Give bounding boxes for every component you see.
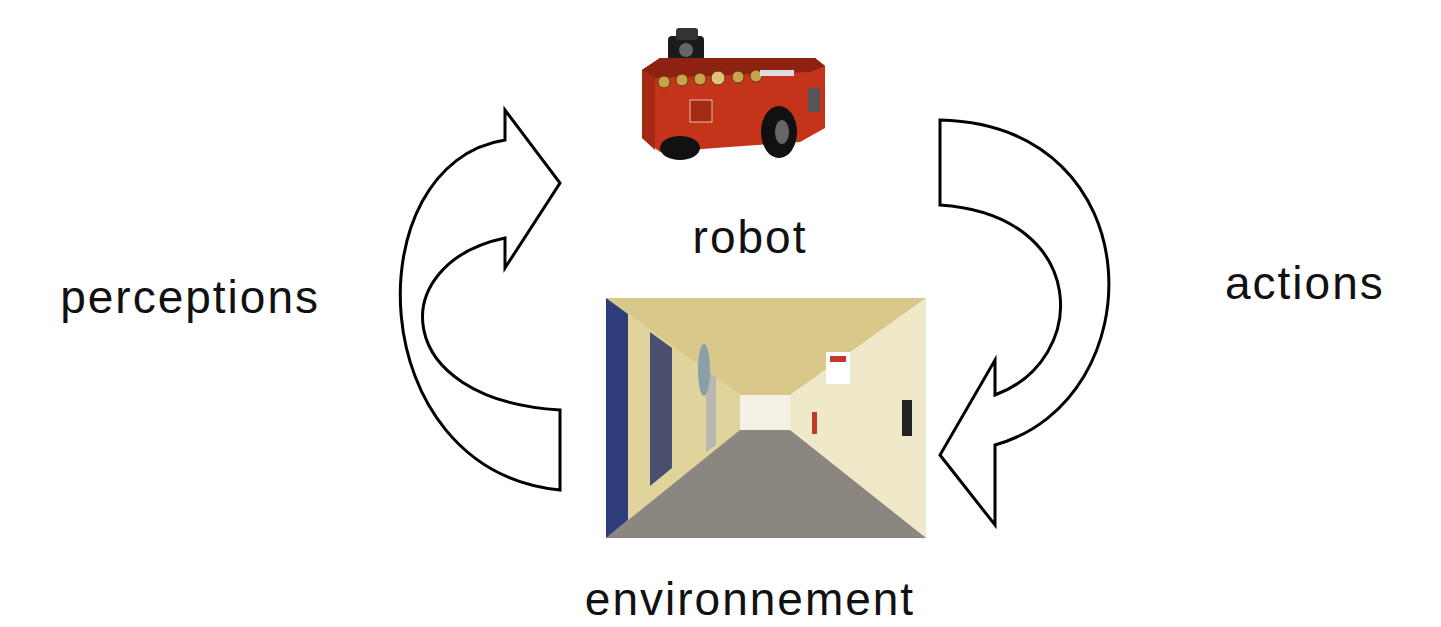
edge-label: actions (1225, 260, 1385, 306)
curved-arrow (400, 110, 560, 490)
curved-arrow (940, 120, 1109, 525)
robot-picture (642, 28, 825, 160)
picture-node: environnement (540, 292, 960, 622)
picture-node: robot (540, 30, 960, 260)
edge-label: perceptions (60, 274, 320, 320)
node-label: robot (693, 214, 808, 260)
node-label: environnement (585, 576, 915, 622)
corridor-photo (606, 298, 926, 538)
